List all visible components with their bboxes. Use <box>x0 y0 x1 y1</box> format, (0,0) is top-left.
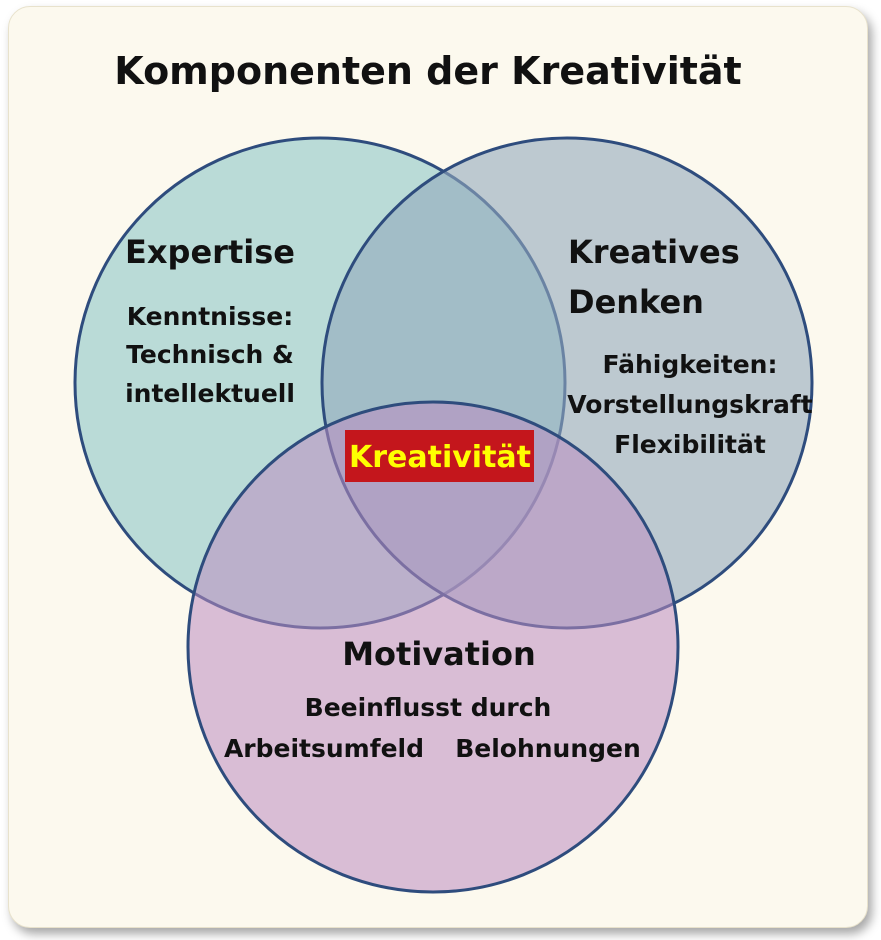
motivation-right: Belohnungen <box>455 734 641 763</box>
kreatives-denken-line-2: Vorstellungskraft <box>567 390 812 419</box>
kreatives-denken-line-3: Flexibilität <box>614 430 766 459</box>
expertise-heading: Expertise <box>125 233 295 271</box>
circle-motivation <box>186 400 680 894</box>
center-badge <box>345 430 534 482</box>
motivation-heading: Motivation <box>342 635 536 673</box>
expertise-line-2: Technisch & <box>126 340 294 369</box>
expertise-line-3: intellektuell <box>125 379 295 408</box>
motivation-line-1: Beeinflusst durch <box>305 693 552 722</box>
center-label: Kreativität <box>349 440 531 475</box>
kreatives-denken-line-1: Fähigkeiten: <box>603 350 778 379</box>
page-title: Komponenten der Kreativität <box>114 49 741 93</box>
kreatives-denken-heading-line-1: Kreatives <box>568 233 740 271</box>
kreatives-denken-heading-line-2: Denken <box>568 283 704 321</box>
motivation-left: Arbeitsumfeld <box>224 734 424 763</box>
expertise-line-1: Kenntnisse: <box>127 302 294 331</box>
